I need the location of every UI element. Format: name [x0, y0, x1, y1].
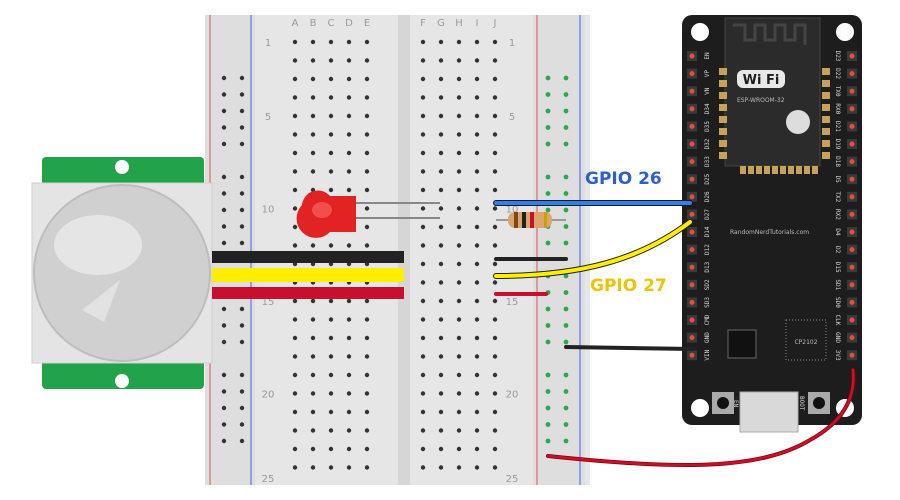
row-number: 5	[265, 112, 271, 123]
esp32-pin-label: D12	[704, 244, 711, 255]
row-number: 10	[262, 205, 275, 216]
row-number: 20	[262, 390, 275, 401]
gpio26-label: GPIO 26	[585, 169, 662, 189]
esp32-pin-label: D23	[834, 51, 841, 62]
esp32-pin-label: EN	[704, 52, 711, 60]
row-number: 10	[506, 205, 519, 216]
row-number: 5	[509, 112, 515, 123]
row-number: 1	[265, 38, 271, 49]
esp32-pins: ENVPVND34D35D32D33D25D26D27D14D12D13SD2S…	[687, 51, 857, 361]
esp32-pin-label: TX2	[834, 191, 841, 202]
esp32-pin-label: D27	[704, 209, 711, 220]
svg-text:CP2102: CP2102	[794, 339, 817, 346]
svg-text:EN: EN	[732, 400, 739, 408]
led-red	[296, 190, 440, 238]
esp32-pin-label: D35	[704, 121, 711, 132]
column-letter: C	[328, 18, 335, 29]
esp32-pin-label: VN	[704, 87, 711, 95]
esp32-board: Wi Fi ESP-WROOM-32 RandomNerdTutorials.c…	[682, 15, 862, 433]
esp32-pin-label: D34	[704, 103, 711, 114]
breadboard-jumpers	[494, 257, 568, 296]
column-letter: B	[310, 18, 317, 29]
pir-wires	[212, 251, 404, 299]
esp32-pin-label: D4	[834, 228, 841, 236]
svg-text:ESP-WROOM-32: ESP-WROOM-32	[737, 97, 785, 104]
esp32-pin-label: GND	[704, 332, 711, 343]
esp32-pin-label: D18	[834, 156, 841, 167]
pir-motion-sensor	[31, 157, 213, 389]
esp32-pin-label: GND	[834, 332, 841, 343]
column-letter: F	[420, 18, 426, 29]
esp32-pin-label: TX0	[834, 86, 841, 97]
esp32-pin-label: SD1	[834, 279, 841, 290]
row-number: 20	[506, 390, 519, 401]
gpio27-label: GPIO 27	[590, 276, 667, 296]
esp32-pin-label: D26	[704, 191, 711, 202]
esp32-pin-label: VP	[704, 70, 711, 78]
espressif-logo	[786, 110, 810, 134]
esp32-pin-label: SD2	[704, 279, 711, 290]
column-letter: I	[476, 18, 479, 29]
svg-text:RandomNerdTutorials.com: RandomNerdTutorials.com	[730, 229, 809, 236]
esp32-pin-label: CMD	[704, 314, 711, 325]
esp32-pin-label: D25	[704, 173, 711, 184]
svg-text:Wi Fi: Wi Fi	[743, 73, 780, 88]
svg-text:BOOT: BOOT	[798, 396, 805, 411]
esp32-pin-label: CLK	[834, 315, 841, 326]
row-number: 25	[506, 474, 519, 485]
esp32-pin-label: D5	[834, 176, 841, 184]
column-letter: J	[493, 18, 497, 29]
esp32-pin-label: VIN	[704, 349, 711, 360]
row-number: 15	[262, 297, 275, 308]
esp32-pin-label: D2	[834, 246, 841, 254]
esp32-pin-label: D21	[834, 121, 841, 132]
esp32-pin-label: SD3	[704, 297, 711, 308]
column-letter: E	[364, 18, 370, 29]
row-number: 25	[262, 474, 275, 485]
esp32-pin-label: D19	[834, 139, 841, 150]
column-letter: A	[292, 18, 299, 29]
row-number: 1	[509, 38, 515, 49]
esp32-pin-label: D32	[704, 138, 711, 149]
esp32-pin-label: D22	[834, 68, 841, 79]
esp32-pin-label: D33	[704, 156, 711, 167]
esp32-wires	[493, 200, 856, 468]
column-letter: G	[437, 18, 445, 29]
column-letter: H	[455, 18, 463, 29]
esp32-pin-label: RX0	[834, 103, 841, 114]
esp32-pin-label: D14	[704, 226, 711, 237]
column-letter: D	[345, 18, 353, 29]
resistor	[496, 212, 566, 228]
wifi-logo	[737, 70, 785, 88]
row-number: 15	[506, 297, 519, 308]
esp32-pin-label: SD0	[834, 297, 841, 308]
esp32-pin-label: D15	[834, 262, 841, 273]
esp32-pin-label: RX2	[834, 209, 841, 220]
esp32-pin-label: D13	[704, 261, 711, 272]
esp32-pin-label: 3V3	[834, 350, 841, 361]
